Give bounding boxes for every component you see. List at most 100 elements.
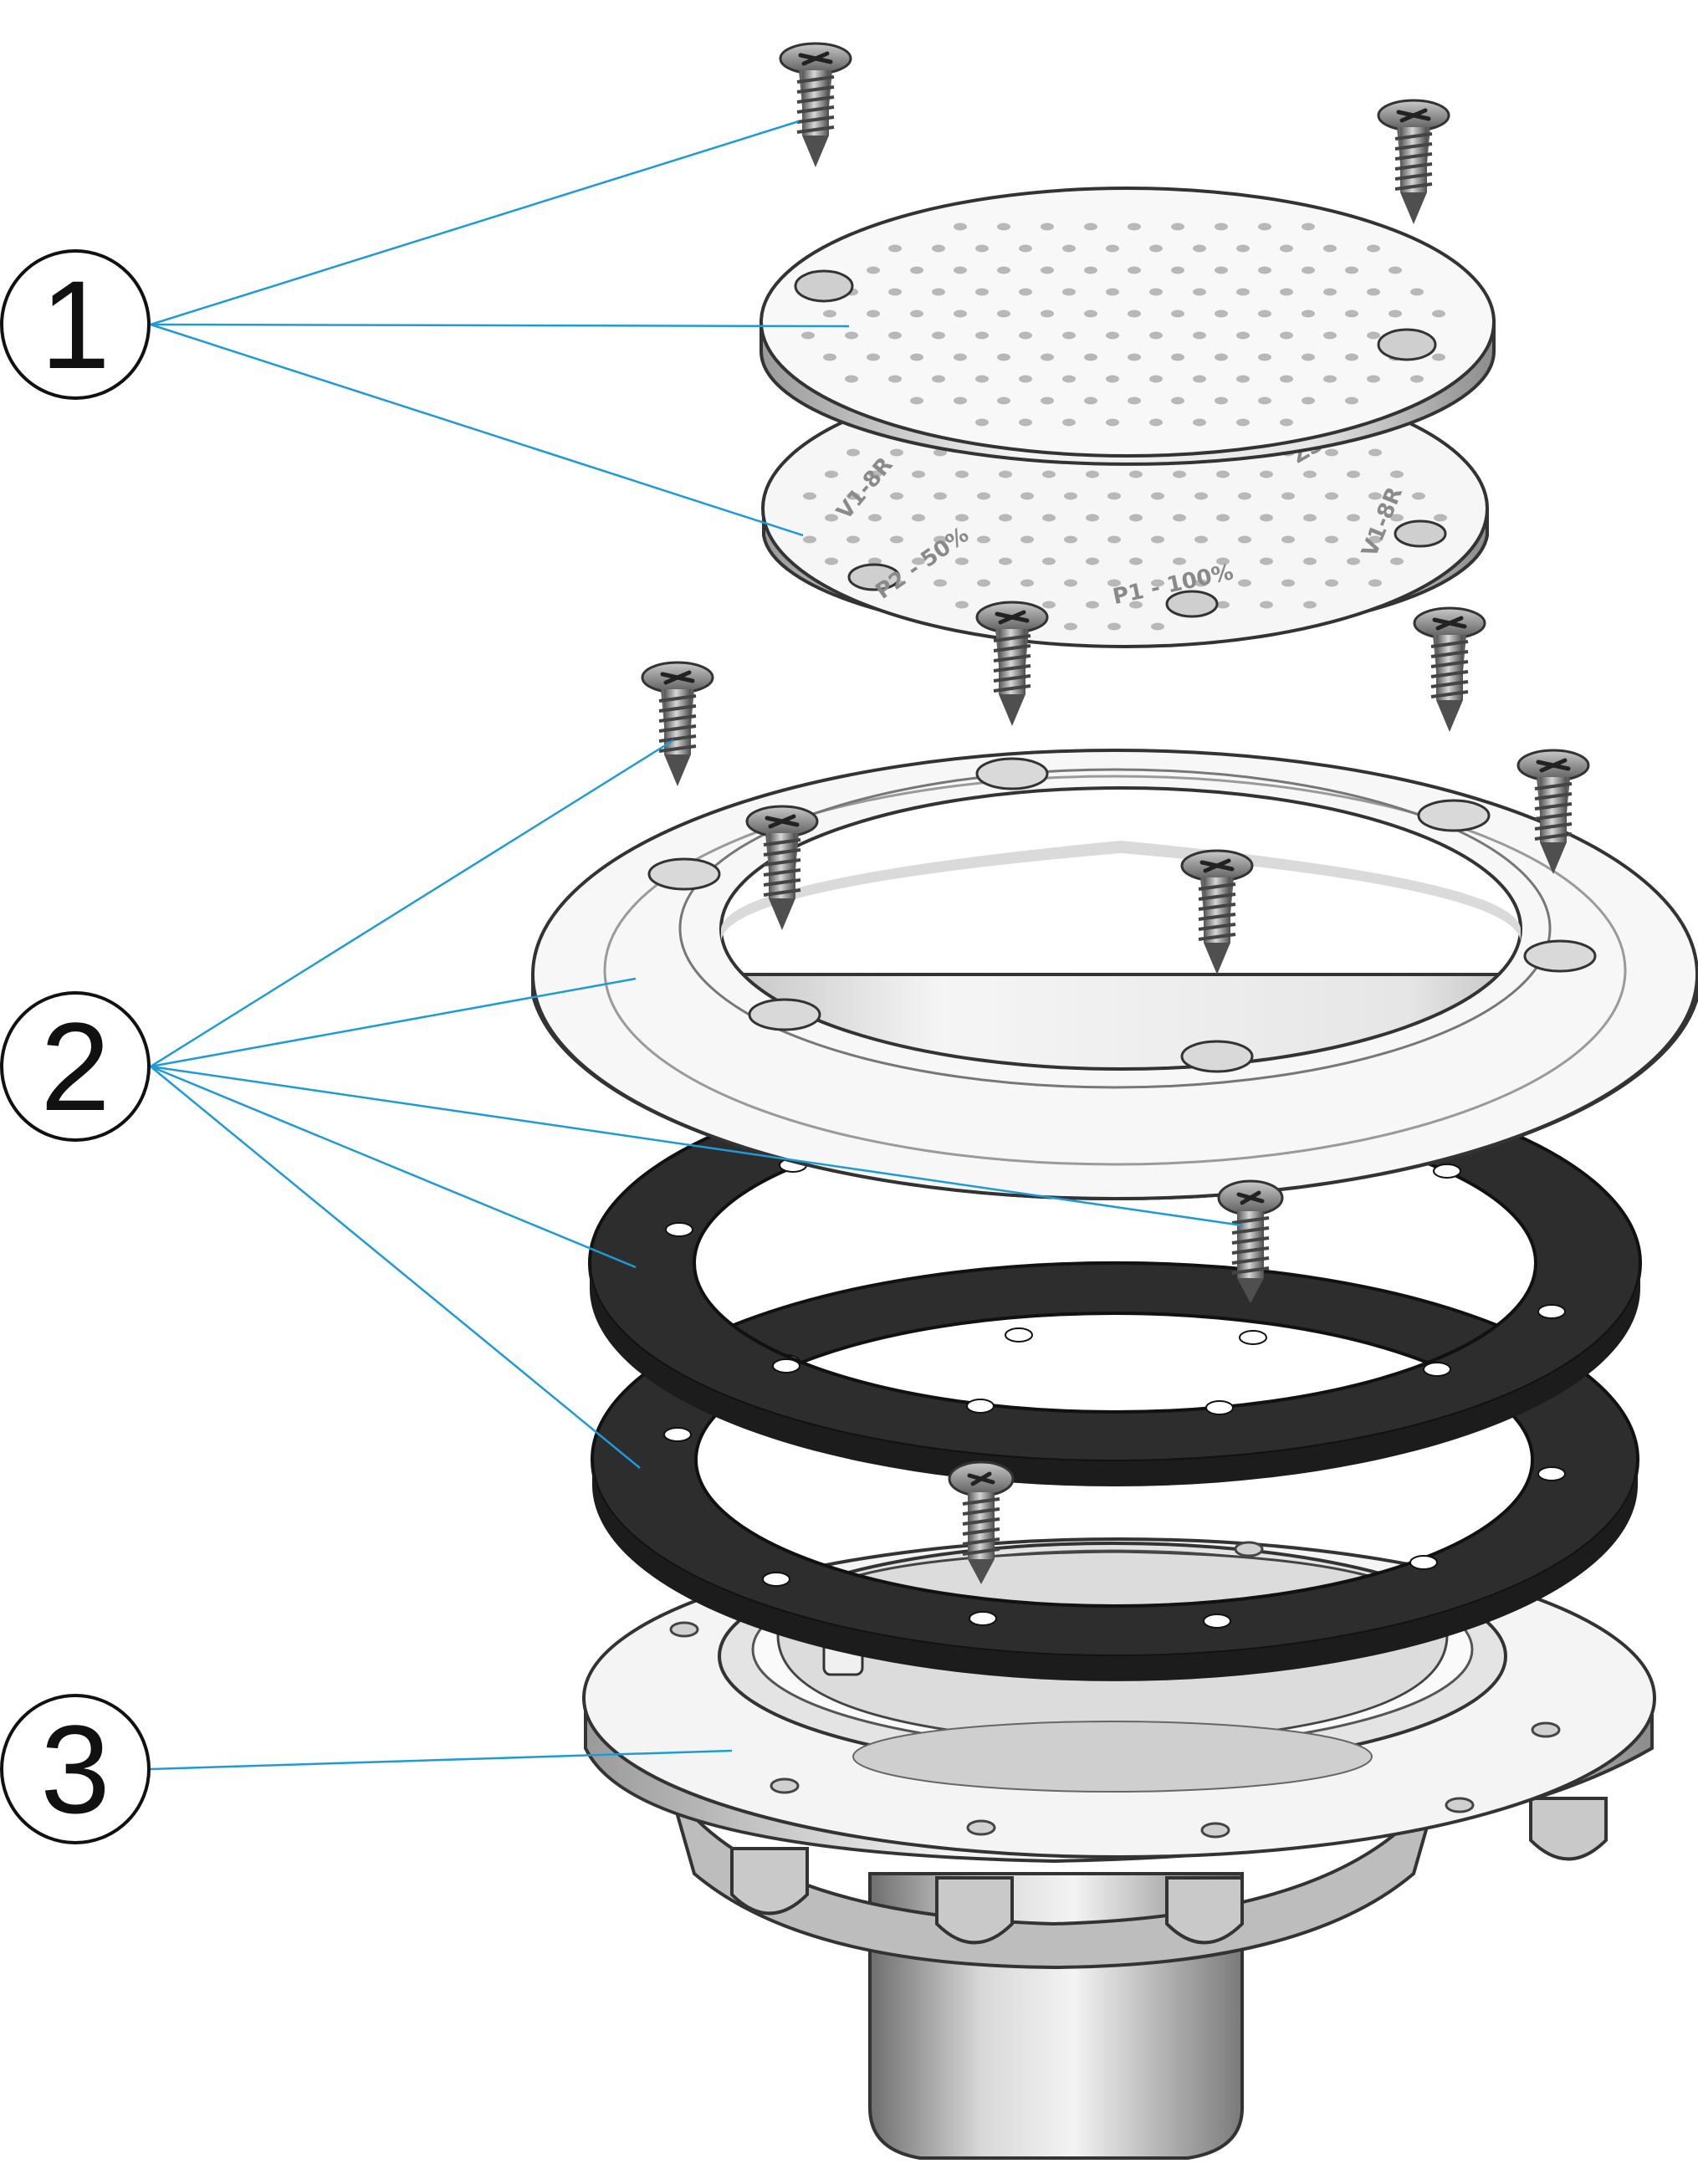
grate-hole	[1345, 396, 1358, 405]
grate-hole	[1236, 244, 1250, 253]
grate-hole	[955, 470, 969, 478]
grate-hole	[1345, 353, 1358, 361]
grate-hole	[1019, 375, 1032, 383]
grate-upper	[759, 187, 1496, 466]
grate-hole	[868, 470, 882, 478]
grate-hole	[1064, 622, 1077, 631]
grate-hole	[1042, 601, 1056, 609]
grate-hole	[1367, 288, 1380, 296]
grate-hole	[1368, 535, 1382, 544]
grate-hole	[955, 601, 969, 609]
grate-hole	[1062, 331, 1076, 340]
grate-hole	[1171, 353, 1184, 361]
grate-hole	[1236, 375, 1250, 383]
grate-hole	[890, 448, 903, 457]
grate-hole	[1173, 514, 1186, 522]
grate-hole	[975, 288, 989, 296]
grate-hole	[1410, 288, 1424, 296]
grate-hole	[890, 535, 903, 544]
grate-hole	[867, 309, 880, 318]
grate-hole	[997, 309, 1010, 318]
grate-hole	[1238, 535, 1251, 544]
grate-hole	[954, 266, 967, 274]
grate-hole	[845, 331, 858, 340]
grate-hole	[999, 470, 1012, 478]
grate-hole	[1258, 396, 1271, 405]
grate-hole	[1410, 375, 1424, 383]
grate-hole	[867, 266, 880, 274]
grate-hole	[1064, 535, 1077, 544]
grate-hole	[1302, 266, 1315, 274]
grate-hole	[1280, 288, 1293, 296]
grate-hole	[1193, 331, 1206, 340]
grate-hole	[997, 396, 1010, 405]
grate-hole	[1389, 309, 1402, 318]
grate-hole	[1019, 418, 1032, 427]
grate-hole	[890, 492, 903, 500]
grate-hole	[1325, 448, 1338, 457]
callout-3-label: 3	[40, 1699, 110, 1839]
callout-2: 2	[0, 991, 151, 1142]
grate-hole	[910, 266, 923, 274]
grate-hole	[868, 514, 882, 522]
grate-hole	[912, 557, 925, 565]
screw-top-left	[780, 43, 851, 167]
grate-hole	[1173, 557, 1186, 565]
grate-hole	[803, 492, 816, 500]
grate-hole	[1107, 622, 1121, 631]
grate-hole	[1323, 331, 1337, 340]
grate-hole	[1347, 557, 1360, 565]
grate-hole	[1236, 418, 1250, 427]
grate-hole	[823, 309, 836, 318]
grate-hole	[1280, 331, 1293, 340]
grate-hole	[1281, 579, 1295, 587]
grate-hole	[1106, 288, 1119, 296]
grate-hole	[1064, 579, 1077, 587]
grate-hole	[868, 557, 882, 565]
grate-hole	[1041, 266, 1054, 274]
grate-hole	[1086, 557, 1099, 565]
grate-hole	[1149, 375, 1163, 383]
grate-hole	[1303, 470, 1317, 478]
grate-hole	[1215, 222, 1228, 231]
grate-hole	[1086, 514, 1099, 522]
grate-hole	[1368, 492, 1382, 500]
grate-hole	[955, 557, 969, 565]
grate-hole	[1325, 492, 1338, 500]
grate-hole	[1106, 418, 1119, 427]
grate-hole	[1193, 418, 1206, 427]
grate-hole	[1368, 579, 1382, 587]
grate-hole	[1281, 535, 1295, 544]
grate-hole	[867, 353, 880, 361]
grate-hole	[1390, 557, 1404, 565]
grate-hole	[1347, 470, 1360, 478]
grate-hole	[910, 353, 923, 361]
grate-hole	[823, 353, 836, 361]
grate-hole	[1041, 309, 1054, 318]
grate-hole	[1086, 601, 1099, 609]
grate-hole	[1281, 492, 1295, 500]
grate-hole	[1325, 579, 1338, 587]
grate-hole	[1216, 601, 1230, 609]
grate-hole	[1041, 222, 1054, 231]
grate-hole	[1216, 514, 1230, 522]
screw-frame-left	[642, 662, 713, 786]
grate-hole	[845, 375, 858, 383]
grate-hole	[1084, 353, 1097, 361]
grate-hole	[1412, 492, 1425, 500]
grate-hole	[1302, 309, 1315, 318]
callout-1: 1	[0, 249, 151, 400]
grate-hole	[1107, 492, 1121, 500]
grate-hole	[1216, 470, 1230, 478]
grate-hole	[1193, 288, 1206, 296]
grate-hole	[1149, 331, 1163, 340]
grate-hole	[1367, 375, 1380, 383]
grate-hole	[999, 557, 1012, 565]
grate-hole	[1019, 331, 1032, 340]
grate-hole	[1302, 222, 1315, 231]
grate-hole	[1019, 244, 1032, 253]
frame-ring	[530, 749, 1698, 1201]
grate-hole	[1215, 353, 1228, 361]
grate-hole	[1149, 288, 1163, 296]
grate-hole	[933, 492, 947, 500]
